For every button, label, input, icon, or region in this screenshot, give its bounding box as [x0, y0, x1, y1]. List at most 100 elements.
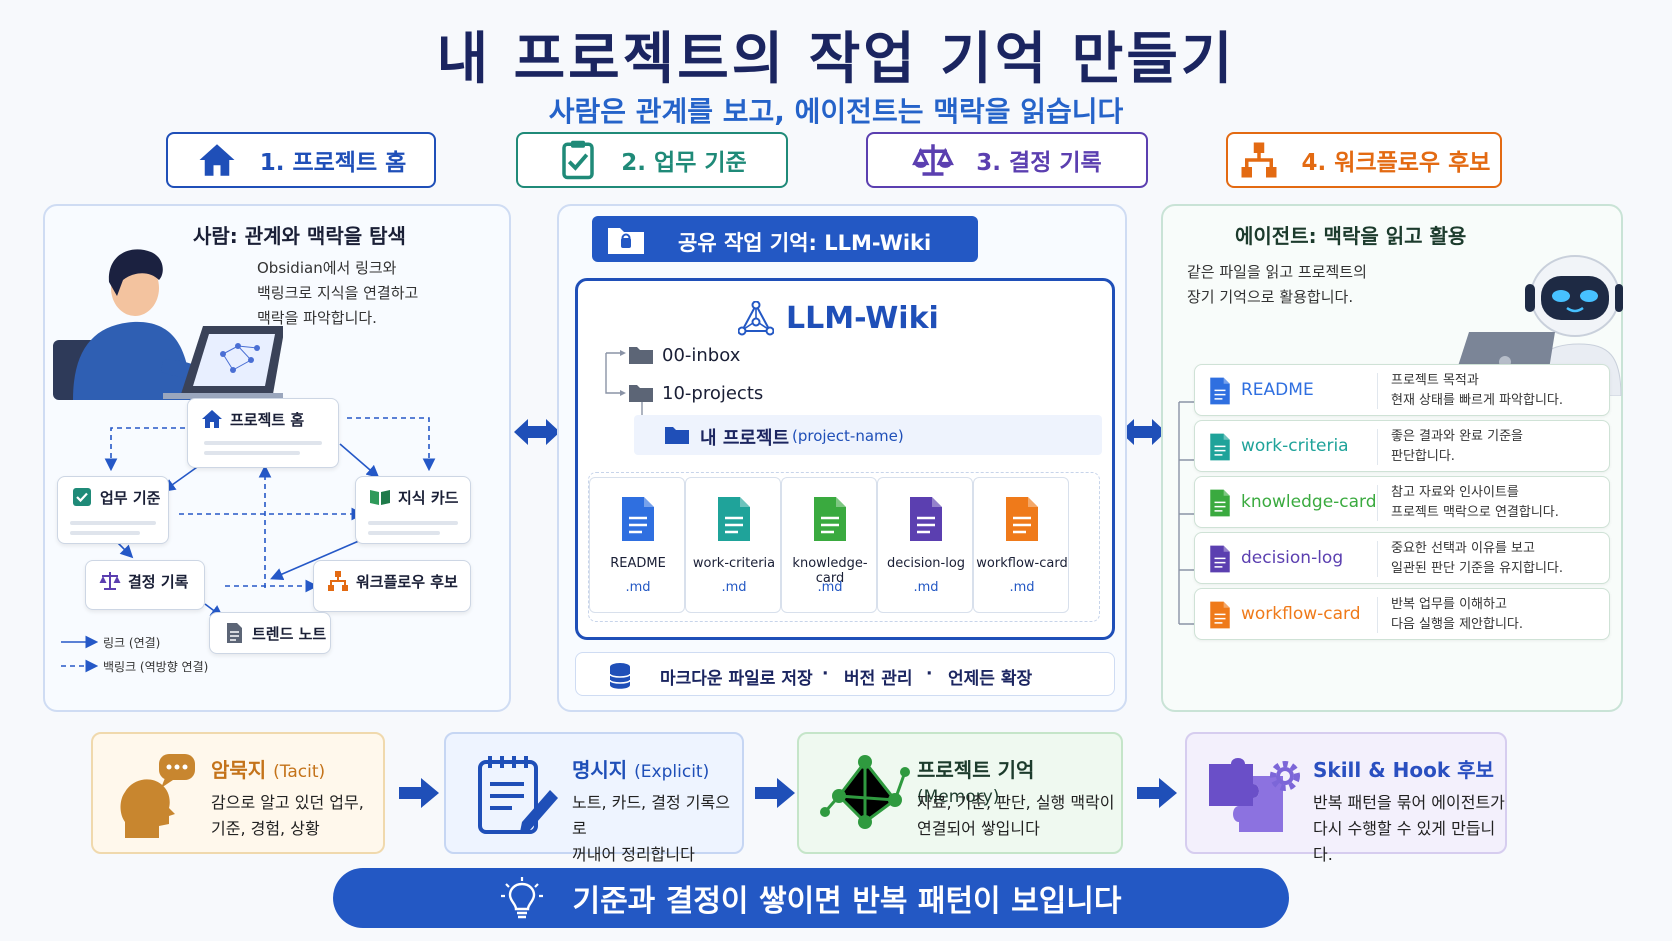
document-icon: [227, 623, 242, 643]
file-name: knowledge-card: [792, 556, 868, 586]
agent-card-name: decision-log: [1241, 548, 1344, 568]
person-with-laptop-illustration: [53, 249, 283, 400]
step-label: 2. 업무 기준: [621, 150, 747, 176]
step-work-criteria: 2. 업무 기준: [516, 132, 788, 188]
file-ext: .md: [817, 580, 843, 595]
open-book-icon: [370, 490, 390, 505]
step-label: 4. 워크플로우 후보: [1301, 150, 1491, 176]
markdown-file-icon: [1210, 377, 1230, 405]
bidirectional-arrow-left: [514, 419, 560, 445]
workflow-icon: [328, 571, 348, 591]
wiki-logo-text: LLM-Wiki: [786, 301, 939, 336]
head-speech-bubble-icon: [120, 754, 195, 838]
bidirectional-arrow-right: [1120, 419, 1166, 445]
file-ext: .md: [721, 580, 747, 595]
step-decision-log: 3. 결정 기록: [866, 132, 1148, 188]
folder-icon: [629, 385, 653, 402]
database-icon: [609, 663, 631, 689]
folder-projects[interactable]: 10-projects: [662, 383, 764, 404]
bottom-banner: 기준과 결정이 쌓이면 반복 패턴이 보입니다: [333, 868, 1289, 928]
file-card-decision-log[interactable]: decision-log.md: [877, 477, 973, 613]
folder-lock-icon: [608, 228, 644, 254]
workflow-icon: [1241, 142, 1277, 178]
file-grid-frame: [588, 472, 1100, 622]
file-card-workflow-card[interactable]: workflow-card.md: [973, 477, 1069, 613]
agent-card-name: work-criteria: [1241, 436, 1349, 456]
scale-icon: [99, 572, 121, 590]
step-label: 1. 프로젝트 홈: [259, 150, 407, 176]
step-label: 3. 결정 기록: [976, 150, 1102, 176]
markdown-file-icon: [1210, 545, 1230, 573]
file-name: README: [610, 556, 666, 571]
agent-panel-desc: 같은 파일을 읽고 프로젝트의 장기 기억으로 활용합니다.: [1187, 263, 1367, 306]
checklist-icon: [73, 488, 91, 506]
network-graph-icon: [820, 755, 910, 829]
legend-link: 링크 (연결): [103, 636, 161, 650]
folder-icon: [629, 347, 653, 364]
markdown-file-icon: [910, 497, 942, 541]
home-icon: [199, 144, 235, 176]
node-knowledge-card[interactable]: 지식 카드: [355, 476, 471, 544]
markdown-file-icon: [1210, 601, 1230, 629]
file-name: work-criteria: [692, 556, 776, 571]
markdown-file-icon: [1006, 497, 1038, 541]
file-card-work-criteria[interactable]: work-criteria .md: [685, 477, 781, 613]
agent-panel-heading: 에이전트: 맥락을 읽고 활용: [1235, 224, 1467, 248]
flow-arrow: [1137, 778, 1177, 808]
flow-card-title: 명시지 (Explicit): [572, 758, 710, 782]
agent-card-name: workflow-card: [1241, 604, 1361, 624]
flow-card-title: 암묵지 (Tacit): [211, 758, 326, 782]
notepad-pencil-icon: [478, 756, 558, 834]
lightbulb-icon: [501, 877, 544, 919]
flow-card-body: 감으로 알고 있던 업무,기준, 경험, 상황: [211, 793, 364, 838]
folder-inbox[interactable]: 00-inbox: [662, 345, 741, 366]
network-logo-icon: [738, 301, 774, 336]
page-subtitle: 사람은 관계를 보고, 에이전트는 맥락을 읽습니다: [548, 95, 1124, 128]
agent-card-name: README: [1241, 380, 1314, 400]
node-project-home[interactable]: 프로젝트 홈: [187, 398, 339, 468]
file-card-README[interactable]: README.md: [589, 477, 685, 613]
human-panel-heading: 사람: 관계와 맥락을 탐색: [193, 224, 406, 248]
markdown-file-icon: [1210, 433, 1230, 461]
wiki-tab: 공유 작업 기억: LLM-Wiki: [592, 216, 978, 262]
scale-icon: [912, 144, 955, 176]
flow-card-title: 프로젝트 기억 (Memory): [917, 758, 1035, 807]
page-title: 내 프로젝트의 작업 기억 만들기: [436, 27, 1236, 92]
flow-card-title: Skill & Hook 후보: [1313, 758, 1494, 782]
legend-backlink: 백링크 (역방향 연결): [103, 660, 209, 674]
wiki-footer: 마크다운 파일로 저장 · 버전 관리 · 언제든 확장: [575, 652, 1115, 696]
folder-icon: [665, 427, 689, 444]
agent-tree-lines: [1178, 401, 1199, 625]
checklist-icon: [562, 140, 595, 180]
node-workflow-candidate[interactable]: 워크플로우 후보: [313, 560, 471, 612]
flow-arrow: [399, 778, 439, 808]
folder-my-project[interactable]: 내 프로젝트 (project-name): [634, 415, 1102, 455]
file-card-knowledge-card[interactable]: knowledge-card.md: [781, 477, 877, 613]
step-project-home: 1. 프로젝트 홈: [166, 132, 436, 188]
flow-arrow: [755, 778, 795, 808]
home-icon: [202, 410, 222, 428]
file-ext: .md: [913, 580, 939, 595]
markdown-file-icon: [622, 497, 654, 541]
node-trend-note[interactable]: 트렌드 노트: [209, 612, 331, 654]
node-decision-log[interactable]: 결정 기록: [85, 560, 205, 610]
file-ext: .md: [1009, 580, 1035, 595]
node-work-criteria[interactable]: 업무 기준: [57, 476, 169, 544]
markdown-file-icon: [1210, 489, 1230, 517]
human-panel-desc: Obsidian에서 링크와 백링크로 지식을 연결하고 맥락을 파악합니다.: [257, 259, 419, 327]
